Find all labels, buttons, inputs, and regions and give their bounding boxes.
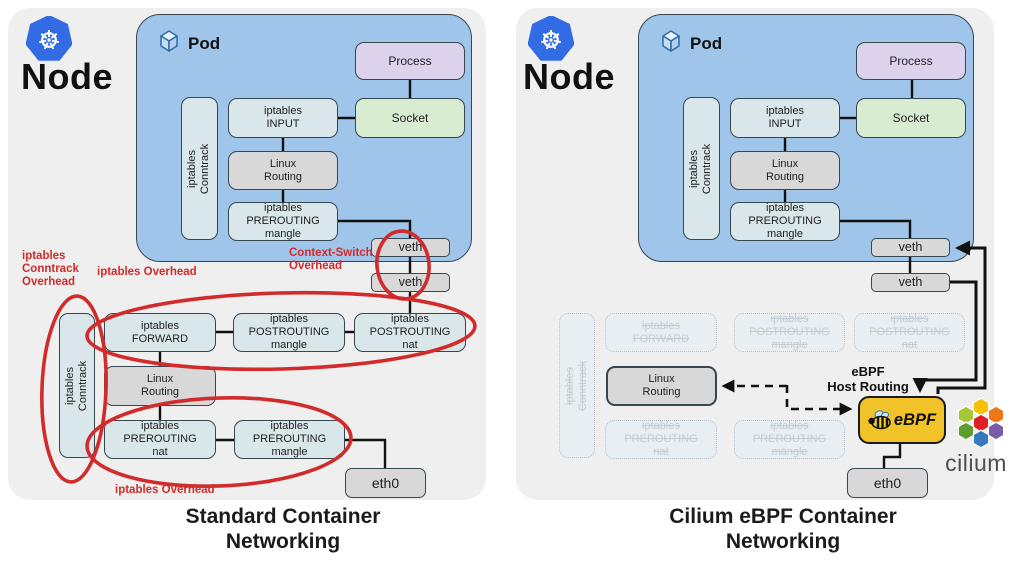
iptables-conntrack-host-box-disabled: iptables Conntrack — [559, 313, 595, 458]
ebpf-box-label: eBPF — [893, 410, 937, 429]
pod-label-right: Pod — [690, 34, 723, 53]
linux-routing-pod-box: Linux Routing — [228, 151, 338, 190]
annotation-context-switch-overhead: Context-Switch Overhead — [289, 247, 373, 272]
iptables-forward-box-disabled: iptables FORWARD — [605, 313, 717, 352]
iptables-forward-box: iptables FORWARD — [104, 313, 216, 352]
linux-routing-host-box: Linux Routing — [104, 366, 216, 406]
iptables-postrouting-mangle-box: iptables POSTROUTING mangle — [233, 313, 345, 352]
eth0-box: eth0 — [345, 468, 426, 498]
iptables-input-box: iptables INPUT — [730, 98, 840, 138]
iptables-postrouting-mangle-box-disabled: iptables POSTROUTING mangle — [734, 313, 845, 352]
cilium-wordmark: cilium — [945, 450, 1007, 476]
annotation-iptables-overhead-bottom: iptables Overhead — [115, 484, 215, 496]
socket-box: Socket — [856, 98, 966, 138]
pod-label-left: Pod — [188, 34, 221, 53]
socket-box: Socket — [355, 98, 465, 138]
title-left: Standard Container Networking — [185, 505, 381, 553]
linux-routing-pod-box: Linux Routing — [730, 151, 840, 190]
ebpf-host-routing-label: eBPF Host Routing — [827, 364, 909, 394]
process-box: Process — [355, 42, 465, 80]
iptables-prerouting-nat-box-disabled: iptables PREROUTING nat — [605, 420, 717, 459]
veth-box-inner: veth — [871, 238, 950, 257]
title-right: Cilium eBPF Container Networking — [669, 505, 897, 553]
iptables-postrouting-nat-box-disabled: iptables POSTROUTING nat — [854, 313, 965, 352]
node-label-left: Node — [21, 56, 113, 97]
annotation-iptables-overhead-top: iptables Overhead — [97, 266, 197, 278]
iptables-postrouting-nat-box: iptables POSTROUTING nat — [354, 313, 466, 352]
eth0-box: eth0 — [847, 468, 928, 498]
iptables-conntrack-host-box: iptables Conntrack — [59, 313, 95, 458]
process-box: Process — [856, 42, 966, 80]
iptables-input-box: iptables INPUT — [228, 98, 338, 138]
iptables-conntrack-pod-box: iptables Conntrack — [181, 97, 218, 240]
veth-box-inner: veth — [371, 238, 450, 257]
ebpf-box: eBPF — [858, 396, 946, 444]
iptables-prerouting-nat-box: iptables PREROUTING nat — [104, 420, 216, 459]
iptables-prerouting-mangle-pod-box: iptables PREROUTING mangle — [228, 202, 338, 241]
node-label-right: Node — [523, 56, 615, 97]
iptables-prerouting-mangle-host-box-disabled: iptables PREROUTING mangle — [734, 420, 845, 459]
annotation-conntrack-overhead: iptables Conntrack Overhead — [22, 250, 79, 288]
linux-routing-host-box: Linux Routing — [606, 366, 717, 406]
iptables-conntrack-pod-box: iptables Conntrack — [683, 97, 720, 240]
veth-box-outer: veth — [371, 273, 450, 292]
bee-icon — [868, 410, 891, 430]
iptables-prerouting-mangle-pod-box: iptables PREROUTING mangle — [730, 202, 840, 241]
iptables-prerouting-mangle-host-box: iptables PREROUTING mangle — [234, 420, 345, 459]
veth-box-outer: veth — [871, 273, 950, 292]
